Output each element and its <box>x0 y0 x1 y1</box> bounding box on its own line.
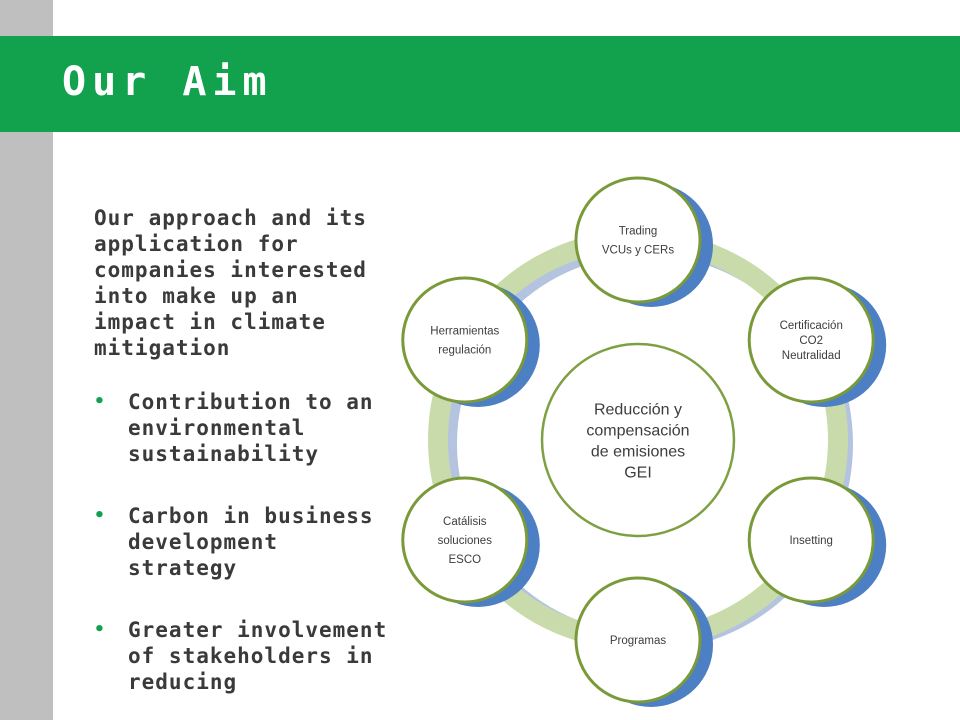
node-label-certificacion: Certificación <box>780 320 843 332</box>
bullet-text: Carbon in business development strategy <box>128 504 374 580</box>
node-circle-programas <box>574 576 702 704</box>
bullet-list: • Contribution to an environmental susta… <box>94 389 394 695</box>
top-strip <box>53 0 960 36</box>
bullet-icon: • <box>94 619 106 640</box>
node-label-trading: VCUs y CERs <box>602 245 674 257</box>
node-circle-trading <box>574 176 702 304</box>
node-label-herramientas: regulación <box>438 345 491 357</box>
node-label-catalisis: ESCO <box>448 554 481 566</box>
node-circle-catalisis <box>401 476 529 604</box>
slide-title: Our Aim <box>62 59 273 105</box>
node-label-herramientas: Herramientas <box>430 326 499 338</box>
bullet-icon: • <box>94 505 106 526</box>
bullet-text: Contribution to an environmental sustain… <box>128 390 374 466</box>
node-label-certificacion: CO2 <box>799 335 823 347</box>
bullet-text: Greater involvement of stakeholders in r… <box>128 618 388 694</box>
node-circle-herramientas <box>401 276 529 404</box>
center-label: de emisiones <box>591 444 685 461</box>
center-label: compensación <box>586 423 689 440</box>
node-label-insetting: Insetting <box>789 535 832 547</box>
center-label: GEI <box>624 465 652 482</box>
node-label-trading: Trading <box>619 226 658 238</box>
intro-paragraph: Our approach and its application for com… <box>94 206 367 360</box>
node-label-programas: Programas <box>610 635 666 647</box>
node-label-certificacion: Neutralidad <box>782 350 841 362</box>
node-label-catalisis: soluciones <box>438 535 493 547</box>
bullet-icon: • <box>94 391 106 412</box>
node-circle-insetting <box>747 476 875 604</box>
title-banner <box>0 36 960 132</box>
bullet-item: • Contribution to an environmental susta… <box>94 389 394 467</box>
bullet-item: • Greater involvement of stakeholders in… <box>94 617 394 695</box>
text-block: Our approach and its application for com… <box>94 205 394 720</box>
node-circle-certificacion <box>747 276 875 404</box>
center-circle <box>540 342 736 538</box>
center-label: Reducción y <box>594 402 682 419</box>
bullet-item: • Carbon in business development strateg… <box>94 503 394 581</box>
node-label-catalisis: Catálisis <box>443 516 487 528</box>
